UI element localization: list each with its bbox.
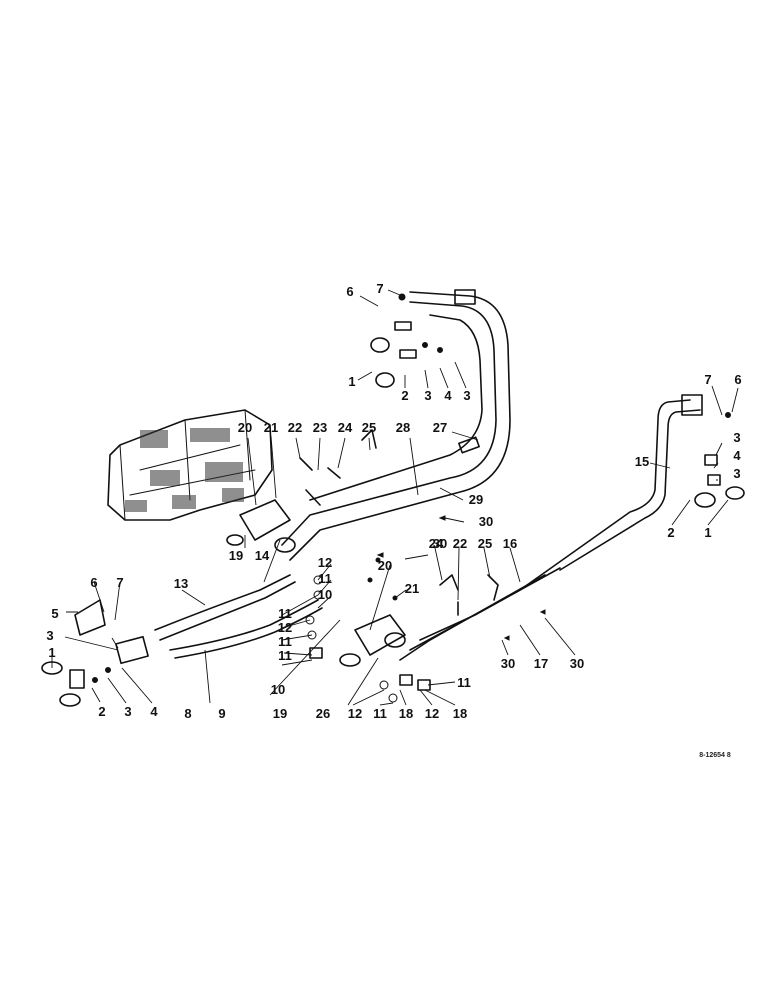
callout: 11: [278, 634, 292, 649]
fittings-right: [694, 412, 745, 508]
callout: 12: [278, 620, 292, 635]
callout: 9: [218, 706, 225, 721]
callout: 26: [316, 706, 330, 721]
callout: 3: [46, 628, 53, 643]
callout: 12: [425, 706, 439, 721]
callout: 7: [704, 372, 711, 387]
callout: 3: [463, 388, 470, 403]
callout: 13: [174, 576, 188, 591]
callout: 7: [116, 575, 123, 590]
callout: 30: [479, 514, 493, 529]
callout: 4: [150, 704, 158, 719]
callout: 23: [313, 420, 327, 435]
callout: 27: [433, 420, 447, 435]
fittings-lower-left: [41, 661, 111, 707]
callout: 11: [457, 675, 471, 690]
callout: 30: [501, 656, 515, 671]
callout: 17: [534, 656, 548, 671]
callout: 3: [733, 466, 740, 481]
tube-assembly-left: [154, 574, 323, 659]
callout: 3: [733, 430, 740, 445]
callout: 6: [346, 284, 353, 299]
callout: 30: [433, 536, 447, 551]
callout: 19: [229, 548, 243, 563]
tractor-housing: [107, 409, 273, 521]
callout: 10: [271, 682, 285, 697]
callout: 21: [405, 581, 419, 596]
callout: 4: [733, 448, 741, 463]
callout: 1: [348, 374, 355, 389]
callout: 11: [318, 571, 332, 586]
callout: 22: [288, 420, 302, 435]
callout: 3: [424, 388, 431, 403]
callout: 24: [429, 536, 444, 551]
callout: 4: [444, 388, 452, 403]
callout: 25: [478, 536, 492, 551]
callout: 18: [453, 706, 467, 721]
callout: 10: [318, 587, 332, 602]
callout: 2: [667, 525, 674, 540]
callout: 1: [48, 645, 55, 660]
callout: 25: [362, 420, 376, 435]
callout: 16: [503, 536, 517, 551]
callout: 24: [338, 420, 353, 435]
callout: 2: [98, 704, 105, 719]
callout: 12: [318, 555, 332, 570]
leader-lines: [51, 289, 739, 706]
callout: 29: [469, 492, 483, 507]
callout: 3: [124, 704, 131, 719]
callout: 20: [238, 420, 252, 435]
callout: 21: [264, 420, 278, 435]
callout: 2: [401, 388, 408, 403]
callout: 14: [255, 548, 270, 563]
callout: 30: [570, 656, 584, 671]
callout: 28: [396, 420, 410, 435]
tube-assembly-right: [399, 394, 703, 661]
brackets-clips: [299, 429, 546, 641]
callout: 12: [348, 706, 362, 721]
callout-labels: 6 7 1 2 3 4 3 20 21 22 23 24 25 28 27 29…: [46, 281, 741, 721]
document-number: 8-12654 8: [699, 752, 731, 759]
tube-assembly-upper: [281, 289, 511, 561]
fittings-upper-center: [370, 293, 443, 388]
callout: 6: [734, 372, 741, 387]
callout: 1: [704, 525, 711, 540]
callout: 8: [184, 706, 191, 721]
valve-block-upper: [226, 499, 296, 553]
callout: 11: [373, 706, 387, 721]
callout: 20: [378, 558, 392, 573]
valve-block-lower: [339, 614, 406, 667]
callout: 15: [635, 454, 649, 469]
callout: 22: [453, 536, 467, 551]
callout: 5: [51, 606, 58, 621]
callout: 18: [399, 706, 413, 721]
callout: 11: [278, 648, 292, 663]
callout: 19: [273, 706, 287, 721]
callout: 7: [376, 281, 383, 296]
coupler-block-left: [74, 599, 149, 665]
callout: 6: [90, 575, 97, 590]
callout: 11: [278, 606, 292, 621]
